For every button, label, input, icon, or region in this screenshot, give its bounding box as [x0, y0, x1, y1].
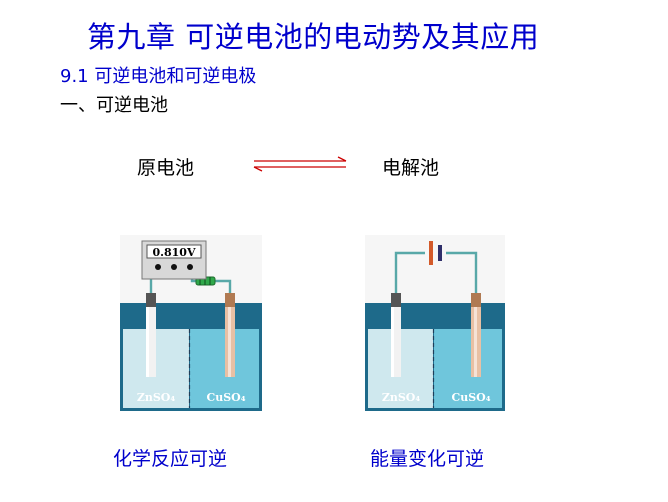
voltmeter-icon: 0.810V [141, 240, 207, 280]
caption-chemical-reversible: 化学反应可逆 [113, 448, 228, 470]
right-solution-label: CuSO₄ [451, 391, 490, 404]
section-heading: 9.1 可逆电池和可逆电极 [60, 66, 257, 87]
left-solution-label: ZnSO₄ [382, 391, 421, 404]
left-solution-label: ZnSO₄ [137, 391, 176, 404]
electrolytic-cell-label: 电解池 [382, 157, 440, 179]
galvanic-cell-label: 原电池 [137, 157, 195, 179]
zinc-electrode [391, 293, 401, 377]
reversible-arrows-icon [253, 156, 347, 172]
caption-energy-reversible: 能量变化可逆 [370, 448, 485, 470]
electrolytic-cell-diagram: ZnSO₄ CuSO₄ [365, 235, 505, 411]
battery-icon [425, 241, 446, 265]
right-solution-label: CuSO₄ [206, 391, 245, 404]
copper-electrode [225, 293, 235, 377]
voltmeter-reading: 0.810V [153, 246, 196, 259]
subsection-heading: 一、可逆电池 [60, 95, 168, 116]
copper-electrode [471, 293, 481, 377]
page-title: 第九章 可逆电池的电动势及其应用 [87, 20, 540, 54]
galvanic-cell-diagram: 0.810V ZnSO₄ CuSO₄ [120, 235, 262, 411]
zinc-electrode [146, 293, 156, 377]
